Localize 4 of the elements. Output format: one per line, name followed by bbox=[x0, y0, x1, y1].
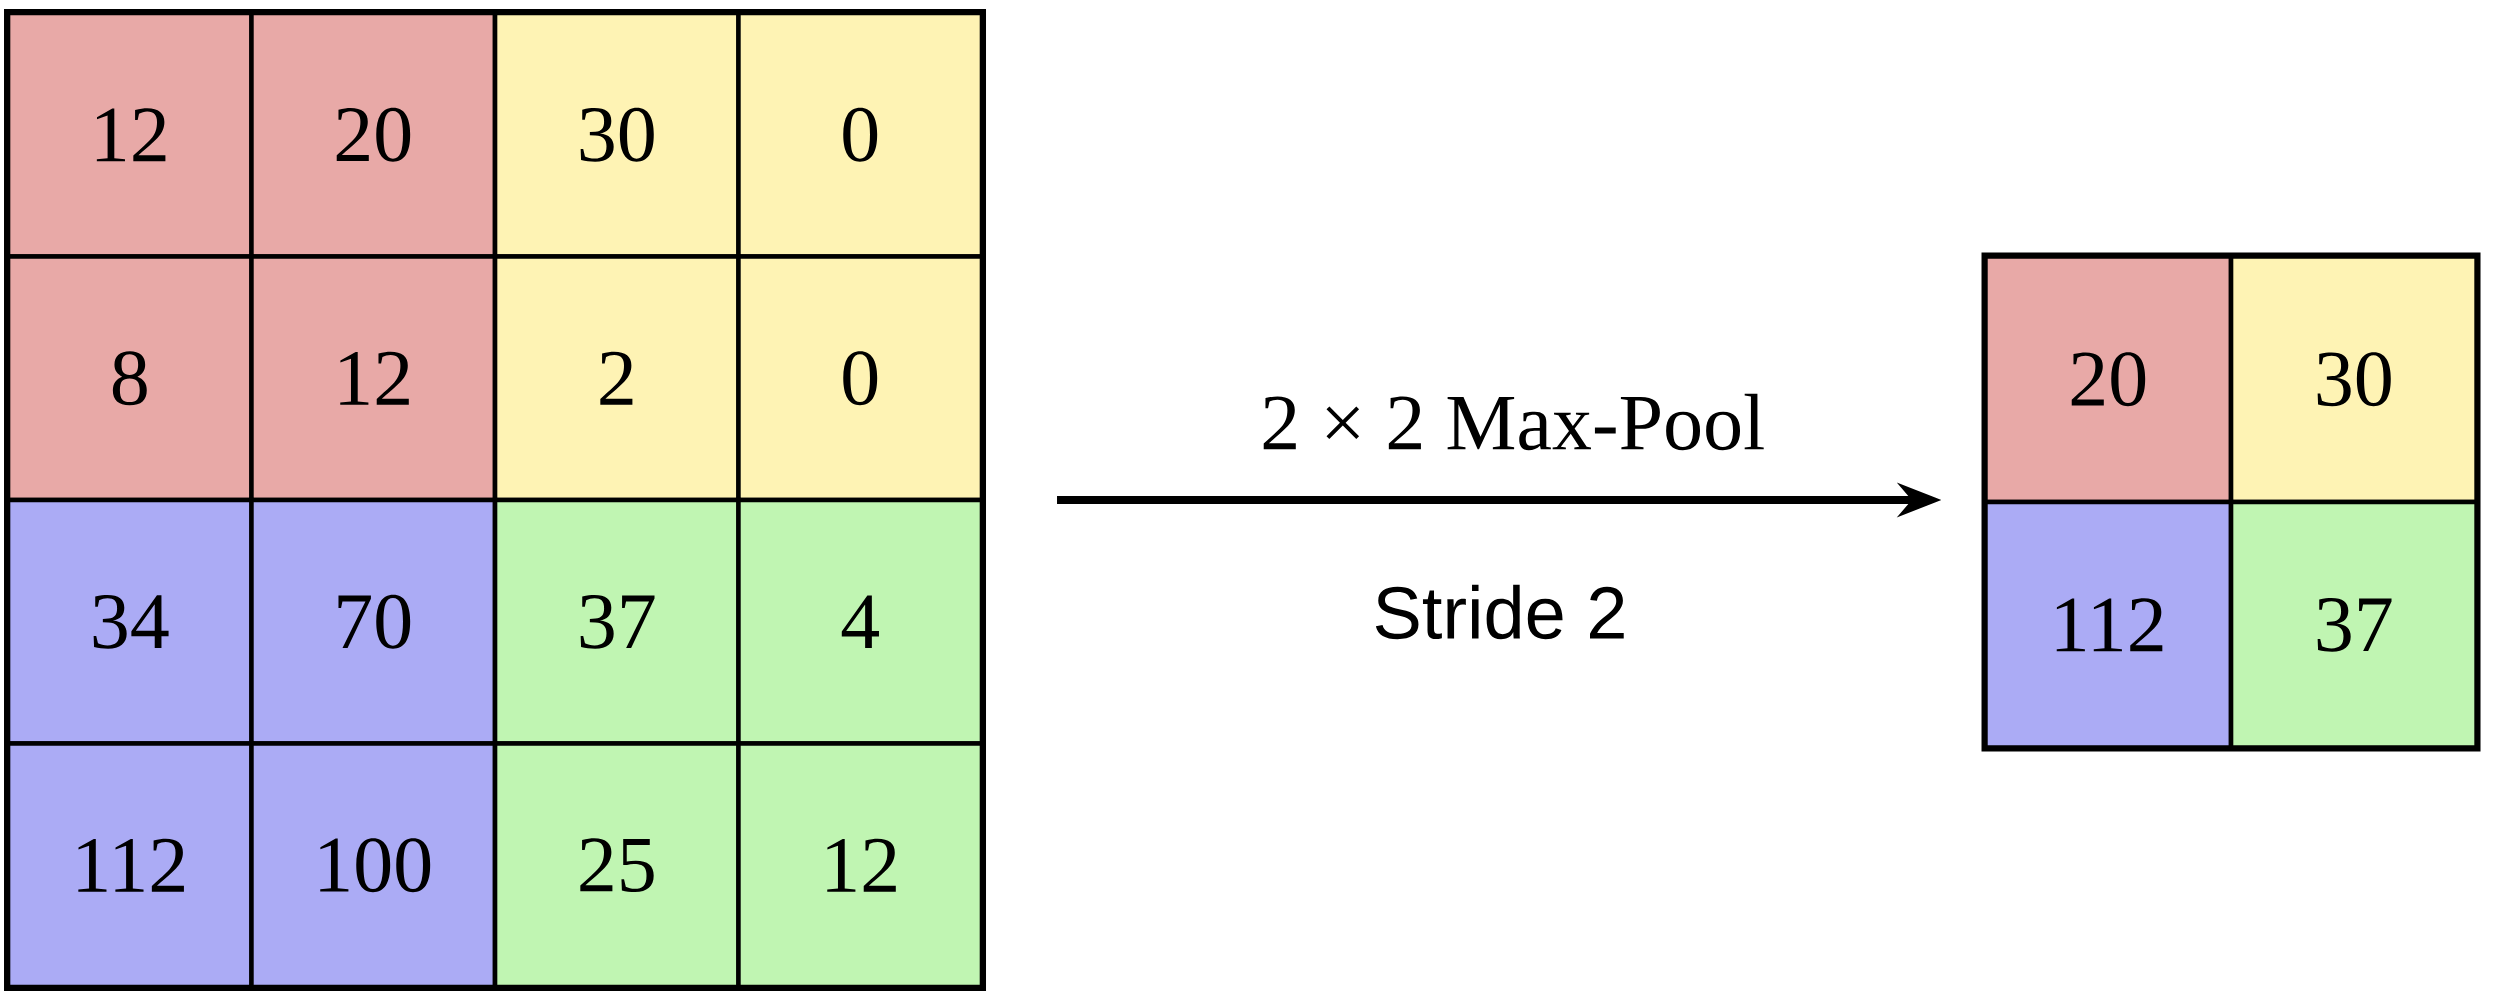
edge-label: 2 × 2 Max-Pool bbox=[1263, 393, 1764, 451]
grid-cell: 37 bbox=[2228, 499, 2479, 750]
grid-cell: 37 bbox=[492, 497, 741, 746]
note-text: Stride 2 bbox=[1375, 584, 1624, 640]
